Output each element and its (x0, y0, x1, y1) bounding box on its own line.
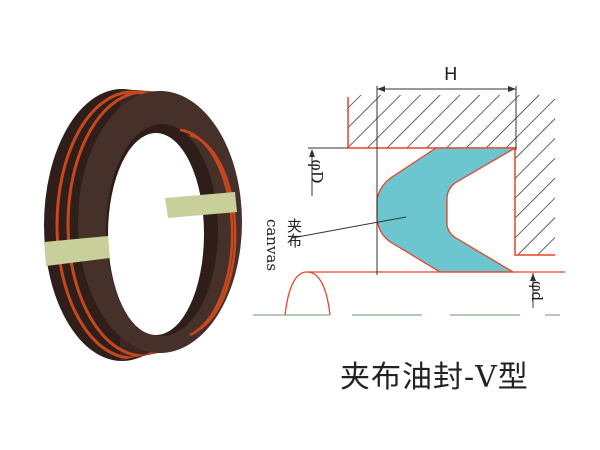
leader-line (291, 216, 407, 239)
dimension-h-label: H (444, 64, 458, 85)
tape-strip (44, 236, 110, 266)
v-seal-profile (376, 147, 518, 273)
dimension-inner-diameter-label: φd (528, 280, 547, 302)
material-label-cn: 夹布 (285, 218, 303, 248)
material-label-en: canvas (263, 218, 282, 272)
cross-section-diagram (253, 86, 565, 316)
tape-strip (165, 192, 237, 218)
product-title: 夹布油封-V型 (340, 360, 529, 395)
seal-ring-photo (44, 89, 242, 361)
dimension-outer-diameter-label: φD (307, 159, 327, 184)
